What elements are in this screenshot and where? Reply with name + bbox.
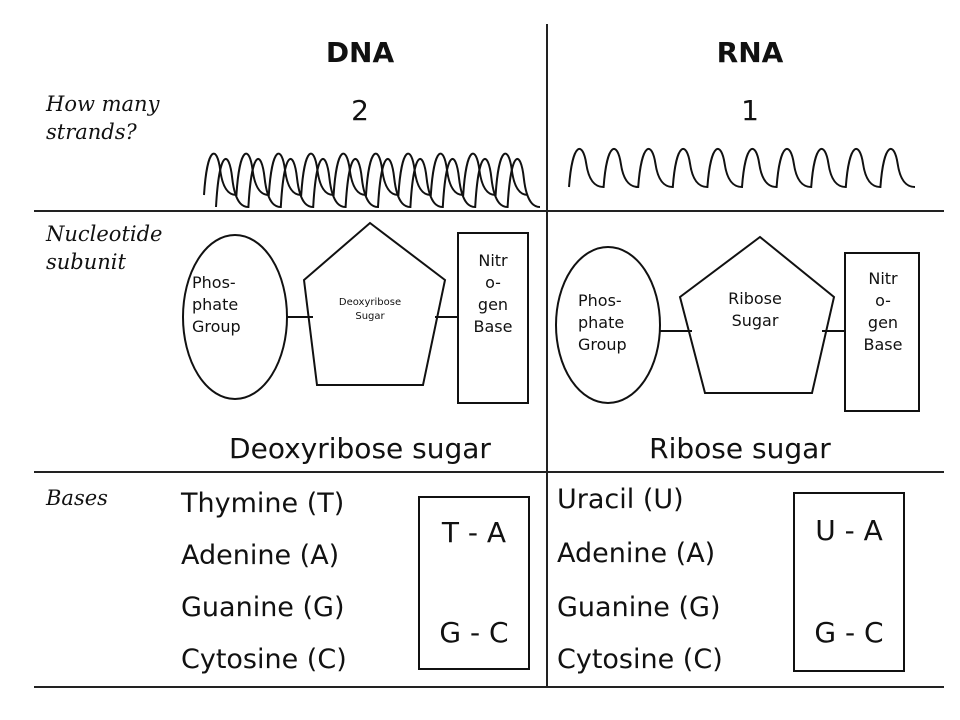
dna-strand-count: 2 xyxy=(351,94,369,127)
rna-nitrogen-line3: gen xyxy=(867,313,899,332)
rna-base-uracil: Uracil (U) xyxy=(557,484,684,515)
rna-nitrogen-label: Nitr o- gen Base xyxy=(846,268,920,356)
dna-nucleotide-diagram xyxy=(182,221,529,404)
column-divider xyxy=(546,24,548,688)
row-label-strands: How many strands? xyxy=(46,90,159,146)
rna-nitrogen-line2: o- xyxy=(875,291,891,310)
rna-base-adenine: Adenine (A) xyxy=(557,538,716,569)
dna-pairing-box: T - A G - C xyxy=(418,496,530,670)
rna-ribose-pentagon xyxy=(678,235,836,394)
dna-pair-gc: G - C xyxy=(439,616,509,649)
dna-nitrogen-line2: o- xyxy=(485,273,501,292)
rna-pair-gc: G - C xyxy=(814,616,884,649)
rna-nucleotide-diagram xyxy=(555,235,920,412)
rna-sugar-caption: Ribose sugar xyxy=(649,432,831,465)
row-label-bases: Bases xyxy=(46,486,108,510)
rna-base-guanine: Guanine (G) xyxy=(557,592,721,623)
dna-base-thymine: Thymine (T) xyxy=(181,488,345,519)
rna-phosphate-line3: Group xyxy=(578,335,627,354)
dna-phosphate-line2: phate xyxy=(192,295,239,314)
row-label-strands-line2: strands? xyxy=(46,120,137,144)
rna-base-cytosine: Cytosine (C) xyxy=(557,644,723,675)
dna-phosphate-line3: Group xyxy=(192,317,241,336)
row-divider-1 xyxy=(34,210,944,212)
dna-phosphate-label: Phos- phate Group xyxy=(192,272,272,338)
row-label-nucleotide-line1: Nucleotide xyxy=(46,222,163,246)
dna-base-guanine: Guanine (G) xyxy=(181,592,345,623)
rna-sugar-label: Ribose Sugar xyxy=(700,288,810,332)
dna-pair-ta: T - A xyxy=(441,516,507,549)
rna-nitrogen-line1: Nitr xyxy=(868,269,898,288)
rna-phosphate-line1: Phos- xyxy=(578,291,622,310)
dna-sugar-line1: Deoxyribose xyxy=(338,297,402,308)
dna-deoxyribose-pentagon xyxy=(302,221,447,386)
dna-sugar-line2: Sugar xyxy=(355,311,385,322)
rna-phosphate-circle xyxy=(555,246,661,404)
rna-pair-ua: U - A xyxy=(815,514,883,547)
rna-sugar-line1: Ribose xyxy=(728,289,782,308)
rna-header: RNA xyxy=(716,36,784,69)
dna-sugar-label: Deoxyribose Sugar xyxy=(315,296,425,324)
dna-base-adenine: Adenine (A) xyxy=(181,540,340,571)
table-bottom-border xyxy=(34,686,944,688)
rna-single-strand-wave xyxy=(568,147,916,189)
dna-header: DNA xyxy=(325,36,395,69)
dna-nitrogen-line3: gen xyxy=(477,295,509,314)
dna-phosphate-line1: Phos- xyxy=(192,273,236,292)
dna-nitrogen-label: Nitr o- gen Base xyxy=(460,250,526,338)
dna-base-cytosine: Cytosine (C) xyxy=(181,644,347,675)
rna-phosphate-label: Phos- phate Group xyxy=(578,290,658,370)
dna-sugar-caption: Deoxyribose sugar xyxy=(229,432,491,465)
dna-double-strand-wave xyxy=(203,152,540,209)
rna-nitrogen-line4: Base xyxy=(863,335,903,354)
rna-nitrogen-base-box xyxy=(844,252,920,412)
rna-phosphate-line2: phate xyxy=(578,313,625,332)
row-label-strands-line1: How many xyxy=(46,92,160,116)
row-label-nucleotide-line2: subunit xyxy=(46,250,126,274)
row-label-nucleotide: Nucleotide subunit xyxy=(46,220,162,276)
rna-strand-count: 1 xyxy=(741,94,759,127)
row-divider-2 xyxy=(34,471,944,473)
dna-nitrogen-line1: Nitr xyxy=(478,251,508,270)
dna-nitrogen-line4: Base xyxy=(473,317,513,336)
rna-sugar-line2: Sugar xyxy=(731,311,779,330)
dna-nitrogen-base-box xyxy=(457,232,529,404)
rna-pairing-box: U - A G - C xyxy=(793,492,905,672)
